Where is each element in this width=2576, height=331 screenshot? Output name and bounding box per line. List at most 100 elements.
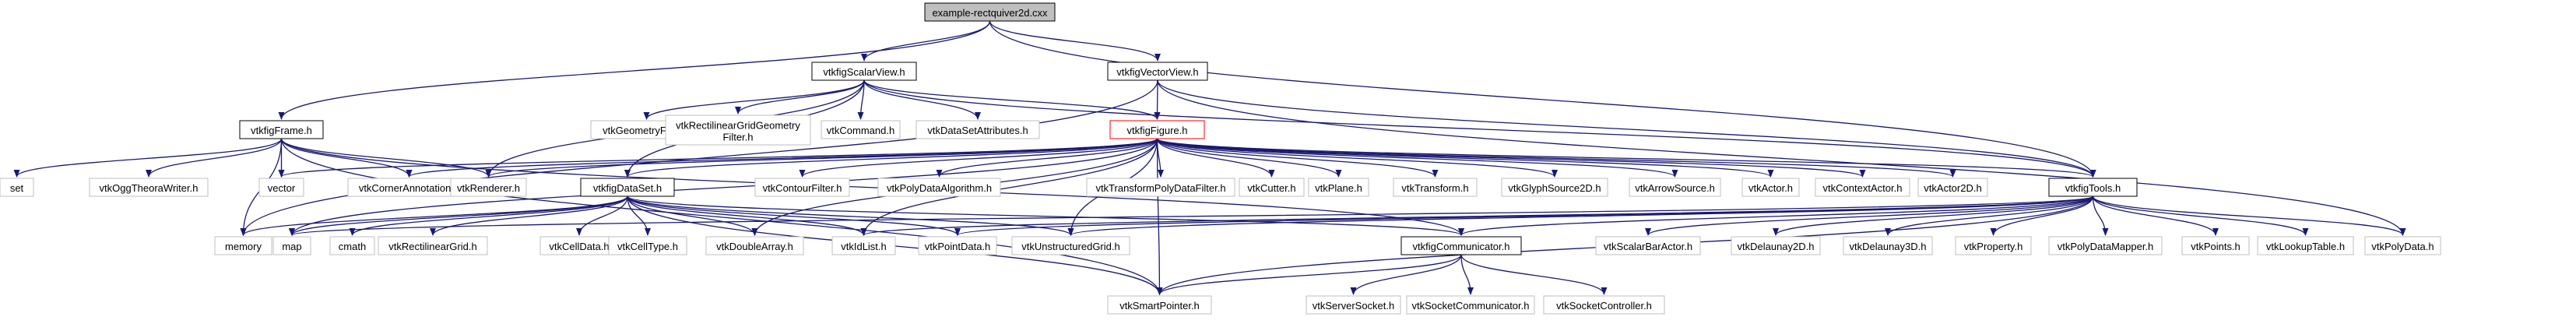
node-delaunay2d[interactable]: vtkDelaunay2D.h [1731, 236, 1821, 255]
node-contextactor[interactable]: vtkContextActor.h [1815, 178, 1910, 197]
node-arrow[interactable]: vtkArrowSource.h [1629, 178, 1721, 197]
node-label: vtkTransform.h [1401, 182, 1468, 194]
node-box [2048, 236, 2163, 255]
edge-dataset-to-ugrid [627, 195, 1074, 236]
node-label: memory [225, 241, 262, 252]
node-label: vtkDataSetAttributes.h [927, 125, 1028, 136]
node-command[interactable]: vtkCommand.h [821, 120, 901, 139]
node-serversocket[interactable]: vtkServerSocket.h [1306, 295, 1401, 315]
edge-dataset-to-doublearray [627, 195, 758, 236]
node-figure[interactable]: vtkfigFigure.h [1109, 120, 1205, 139]
edge-tools-to-communicator [1458, 195, 2094, 236]
node-box [1109, 120, 1205, 139]
edge-tools-to-scalarbar [1645, 195, 2094, 236]
node-contour[interactable]: vtkContourFilter.h [754, 178, 850, 197]
node-root[interactable]: example-rectquiver2d.cxx [924, 2, 1056, 22]
node-datasetattr[interactable]: vtkDataSetAttributes.h [915, 120, 1040, 139]
node-idlist[interactable]: vtkIdList.h [831, 236, 896, 255]
node-label: vtkDelaunay3D.h [1850, 241, 1927, 252]
edge-figure-to-polyalgo [936, 138, 1158, 178]
edge-dataset-to-map [289, 195, 628, 236]
edge-frame-to-smartpointer [280, 138, 1163, 295]
edge-communicator-to-socketcomm [1460, 254, 1474, 295]
edge-figure-to-renderer [485, 138, 1158, 178]
node-box [1843, 236, 1933, 255]
node-box [811, 62, 917, 81]
node-frame[interactable]: vtkfigFrame.h [239, 120, 324, 139]
node-cutter[interactable]: vtkCutter.h [1239, 178, 1305, 197]
node-polyalgo[interactable]: vtkPolyDataAlgorithm.h [877, 178, 1001, 197]
node-points[interactable]: vtkPoints.h [2181, 236, 2250, 255]
node-pointdata[interactable]: vtkPointData.h [918, 236, 997, 255]
node-celldata[interactable]: vtkCellData.h [539, 236, 619, 255]
node-transform[interactable]: vtkTransform.h [1393, 178, 1478, 197]
node-vector[interactable]: vector [258, 178, 304, 197]
node-scalarview[interactable]: vtkfigScalarView.h [811, 62, 917, 81]
edge-frame-to-communicator [280, 138, 1464, 236]
edge-communicator-to-socketctrl [1460, 254, 1608, 295]
node-label: vtkLookupTable.h [2266, 241, 2345, 252]
node-label: vtkDoubleArray.h [716, 241, 793, 252]
node-memory[interactable]: memory [214, 236, 272, 255]
edge-tools-to-delaunay2d [1773, 195, 2094, 236]
edge-figure-to-dataset [624, 138, 1158, 178]
node-box [214, 236, 272, 255]
node-set[interactable]: set [0, 178, 34, 197]
node-box [1400, 236, 1522, 255]
node-polymapper[interactable]: vtkPolyDataMapper.h [2048, 236, 2163, 255]
edge-root-to-tools [989, 20, 2096, 178]
node-label: vtkTransformPolyDataFilter.h [1095, 182, 1225, 194]
node-label: vtkServerSocket.h [1313, 300, 1395, 312]
node-box [821, 120, 901, 139]
node-box [2257, 236, 2354, 255]
node-vectorview[interactable]: vtkfigVectorView.h [1107, 62, 1208, 81]
node-ugrid[interactable]: vtkUnstructuredGrid.h [1011, 236, 1130, 255]
node-label: vtkPoints.h [2191, 241, 2240, 252]
node-box [2364, 236, 2441, 255]
node-renderer[interactable]: vtkRenderer.h [450, 178, 527, 197]
node-scalarbar[interactable]: vtkScalarBarActor.h [1595, 236, 1701, 255]
node-transformpoly[interactable]: vtkTransformPolyDataFilter.h [1086, 178, 1235, 197]
node-box [1595, 236, 1701, 255]
node-property[interactable]: vtkProperty.h [1955, 236, 2032, 255]
node-delaunay3d[interactable]: vtkDelaunay3D.h [1843, 236, 1933, 255]
node-label: vtkArrowSource.h [1635, 182, 1715, 194]
edge-tools-to-delaunay3d [1885, 195, 2094, 236]
node-label: set [10, 182, 24, 194]
node-box [915, 120, 1040, 139]
node-box [1107, 62, 1208, 81]
node-doublearray[interactable]: vtkDoubleArray.h [705, 236, 804, 255]
node-box [608, 236, 687, 255]
node-cmath[interactable]: cmath [329, 236, 375, 255]
node-glyph[interactable]: vtkGlyphSource2D.h [1501, 178, 1608, 197]
node-plane[interactable]: vtkPlane.h [1308, 178, 1369, 197]
edge-scalarview-to-figure [863, 79, 1161, 120]
node-label: vtkProperty.h [1964, 241, 2023, 252]
node-tools[interactable]: vtkfigTools.h [2048, 178, 2138, 197]
node-dataset[interactable]: vtkfigDataSet.h [580, 178, 675, 197]
node-polydata[interactable]: vtkPolyData.h [2364, 236, 2441, 255]
node-communicator[interactable]: vtkfigCommunicator.h [1400, 236, 1522, 255]
node-box [1086, 178, 1235, 197]
edge-scalarview-to-geometryfilter [643, 79, 865, 120]
node-ogg[interactable]: vtkOggTheoraWriter.h [89, 178, 209, 197]
node-box [2181, 236, 2250, 255]
node-map[interactable]: map [272, 236, 311, 255]
node-box [1239, 178, 1305, 197]
node-rectgrid[interactable]: vtkRectilinearGrid.h [378, 236, 488, 255]
node-box [1011, 236, 1130, 255]
edge-frame-to-renderer [280, 138, 492, 178]
node-socketctrl[interactable]: vtkSocketController.h [1543, 295, 1665, 315]
node-lookup[interactable]: vtkLookupTable.h [2257, 236, 2354, 255]
node-box [924, 2, 1056, 22]
node-label: vtkPointData.h [925, 241, 991, 252]
node-socketcomm[interactable]: vtkSocketCommunicator.h [1406, 295, 1535, 315]
node-smartpointer[interactable]: vtkSmartPointer.h [1107, 295, 1212, 315]
node-celltype[interactable]: vtkCellType.h [608, 236, 687, 255]
node-corner[interactable]: vtkCornerAnnotation.h [347, 178, 471, 197]
node-box [1543, 295, 1665, 315]
node-actor2d[interactable]: vtkActor2D.h [1917, 178, 1988, 197]
node-actor[interactable]: vtkActor.h [1741, 178, 1800, 197]
node-box [2048, 178, 2138, 197]
